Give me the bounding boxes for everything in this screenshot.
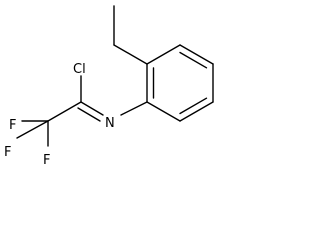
atom-label-f-left: F <box>4 145 11 160</box>
ring-bond-c6-c1 <box>146 101 181 122</box>
atom-label-cl: Cl <box>73 62 86 77</box>
ring-double-bond-c3-c4-inner <box>179 51 208 69</box>
atom-label-n: N <box>105 116 115 131</box>
ring-bond-c5-c6 <box>179 101 214 122</box>
atom-label-f-top: F <box>9 118 16 133</box>
bond-n-ring <box>120 101 148 116</box>
ring-bond-c3-c4 <box>179 44 214 65</box>
bond-c-f-left <box>16 120 49 139</box>
bond-c-n-double-1 <box>80 101 104 116</box>
chemical-structure: Cl N F F F <box>4 5 214 168</box>
atom-label-f-bottom: F <box>43 153 50 168</box>
ring-double-bond-c5-c6-inner <box>179 97 208 115</box>
bond-c-n-double-2 <box>77 107 101 122</box>
ring-bond-c2-c3 <box>146 44 181 65</box>
bond-c-cf3 <box>47 101 82 122</box>
ethyl-bond-ring-ch2 <box>113 44 148 65</box>
